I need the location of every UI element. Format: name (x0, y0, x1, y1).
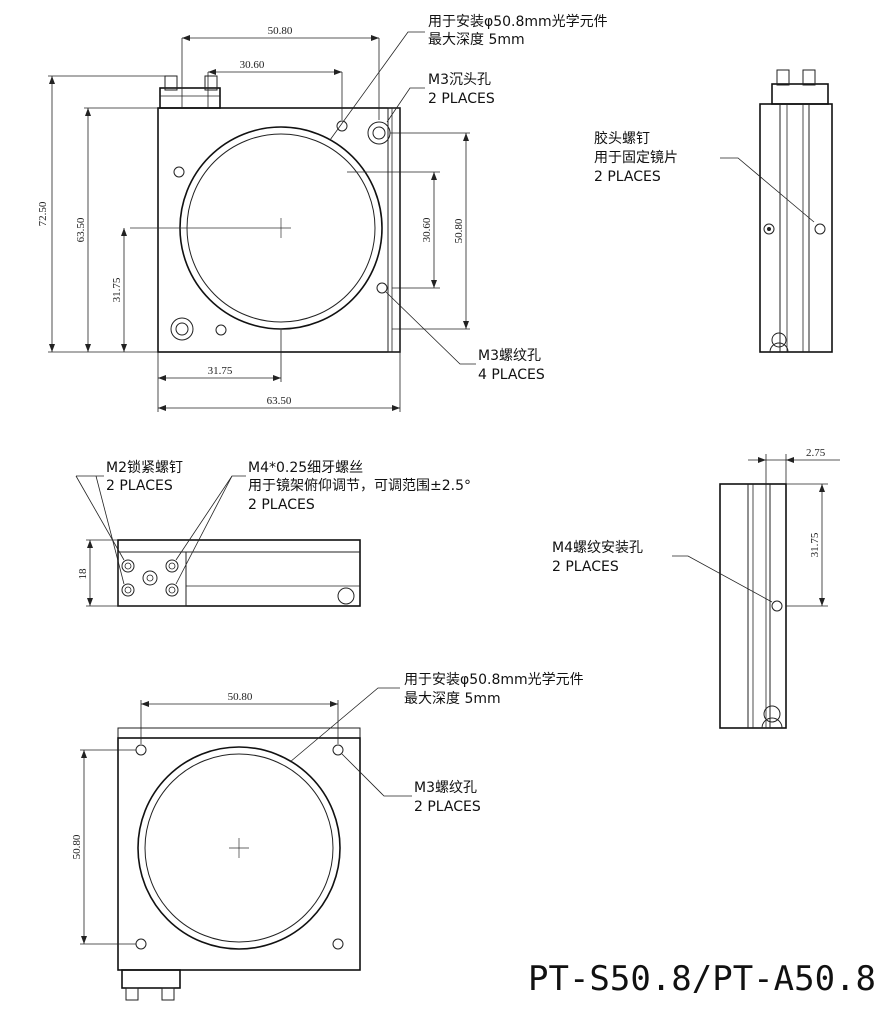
top-fine-screw (165, 583, 179, 597)
front-thread-note-line1: M3螺纹孔 (478, 348, 541, 364)
dim-front-height-body: 63.50 (75, 217, 87, 242)
top-view: 18 M2锁紧螺钉 2 PLACES M4*0.25细牙螺丝 用于镜架俯仰调节，… (75, 460, 471, 607)
side-body (759, 103, 833, 353)
front-counterbore-note-line1: M3沉头孔 (428, 72, 491, 88)
leader-rear-optic (289, 687, 400, 763)
rear-plate (117, 737, 361, 971)
dim-front-center-width: 31.75 (208, 365, 233, 377)
rear-adjuster-knobs (121, 969, 181, 989)
leader-top-lock (75, 475, 125, 561)
dim-front-right-height: 50.80 (453, 218, 465, 243)
rear-m3-hole (332, 744, 344, 756)
dim-front-hole-spacing-right: 30.60 (421, 217, 433, 242)
top-lock-screw (121, 559, 135, 573)
leader-front-optic (329, 31, 425, 141)
side-right-mount-note-line1: M4螺纹安装孔 (552, 540, 643, 556)
rear-m3-hole (332, 938, 344, 950)
front-m3-hole (376, 282, 388, 294)
leader-side-screw (720, 157, 815, 223)
dim-front-width-top: 50.80 (268, 25, 293, 37)
leader-front-counterbore (386, 87, 425, 123)
top-fine-note-line2: 用于镜架俯仰调节，可调范围±2.5° (248, 477, 471, 494)
top-fine-note-line1: M4*0.25细牙螺丝 (248, 460, 363, 476)
leader-rear-thread (341, 753, 412, 797)
rear-view: 50.80 50.80 用于安装φ50.8mm光学元件 最大深度 5mm M3螺… (71, 672, 584, 1001)
side-screw-hole (763, 223, 775, 235)
dim-front-width-bottom: 63.50 (267, 395, 292, 407)
front-m3-hole (215, 324, 227, 336)
front-optic-note-line1: 用于安装φ50.8mm光学元件 (428, 14, 608, 30)
front-counterbore-hole (367, 121, 391, 145)
rear-thread-note-line1: M3螺纹孔 (414, 780, 477, 796)
top-lock-note-line2: 2 PLACES (106, 478, 173, 494)
dim-front-hole-spacing-top: 30.60 (240, 59, 265, 71)
dim-side-right-height: 31.75 (809, 532, 821, 557)
rear-optic-note-line2: 最大深度 5mm (404, 691, 501, 707)
top-lock-note-line1: M2锁紧螺钉 (106, 460, 183, 476)
front-plate-edge (387, 107, 401, 353)
dim-rear-height: 50.80 (71, 834, 83, 859)
leader-front-thread (385, 291, 476, 365)
front-counterbore-note-line2: 2 PLACES (428, 91, 495, 107)
dim-rear-width: 50.80 (228, 691, 253, 703)
front-view: 50.80 30.60 72.50 63.50 31.75 30.60 (37, 14, 608, 412)
dim-top-height: 18 (77, 568, 89, 580)
rear-optic-note-line1: 用于安装φ50.8mm光学元件 (404, 672, 584, 688)
rear-m3-hole (135, 744, 147, 756)
dim-front-height-total: 72.50 (37, 201, 49, 226)
top-view-knob-block (117, 551, 187, 607)
rear-thread-note-line2: 2 PLACES (414, 799, 481, 815)
front-optic-note-line2: 最大深度 5mm (428, 32, 525, 48)
front-adjuster-knobs (159, 75, 221, 109)
front-thread-note-line2: 4 PLACES (478, 367, 545, 383)
front-m3-hole (336, 120, 348, 132)
leader-side-right-mount (672, 555, 773, 603)
top-center-screw (142, 570, 158, 586)
dim-side-right-offset: 2.75 (806, 447, 826, 459)
side-view-top: 胶头螺钉 用于固定镜片 2 PLACES (594, 69, 833, 353)
side-screw-hole (814, 223, 826, 235)
side-right-mount-note-line2: 2 PLACES (552, 559, 619, 575)
side-screw-note-line3: 2 PLACES (594, 169, 661, 185)
side-screw-note-line1: 胶头螺钉 (594, 130, 650, 147)
leader-top-fine (175, 475, 246, 561)
dim-front-center-height: 31.75 (111, 277, 123, 302)
side-screw-note-line2: 用于固定镜片 (594, 150, 678, 166)
rear-optic-bore (137, 746, 341, 950)
front-m3-hole (173, 166, 185, 178)
front-plate (157, 107, 401, 353)
top-lock-screw (121, 583, 135, 597)
model-title: PT-S50.8/PT-A50.8 (528, 959, 876, 999)
rear-m3-hole (135, 938, 147, 950)
side-right-mount-hole (771, 600, 783, 612)
top-fine-note-line3: 2 PLACES (248, 497, 315, 513)
side-view-right: 2.75 31.75 M4螺纹安装孔 2 PLACES (552, 447, 840, 729)
top-fine-screw (165, 559, 179, 573)
front-counterbore-hole (170, 317, 194, 341)
